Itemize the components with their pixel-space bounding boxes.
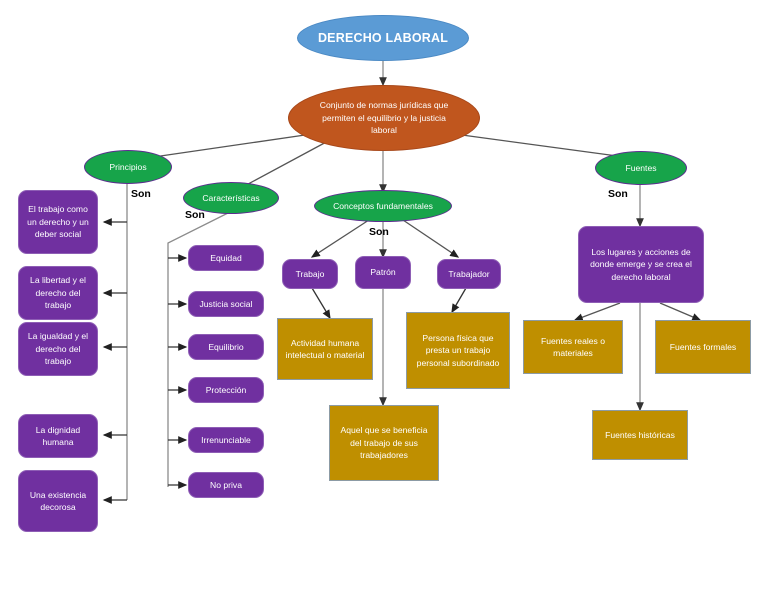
edge-label-son-caracteristicas: Son — [185, 209, 205, 221]
node-label: Persona física que presta un trabajo per… — [416, 332, 500, 368]
node-fuentes[interactable]: Fuentes — [595, 151, 687, 185]
node-label: Conceptos fundamentales — [333, 200, 433, 211]
node-principio-libertad[interactable]: La libertad y el derecho del trabajo — [18, 266, 98, 320]
node-caracteristica-no-priva[interactable]: No priva — [188, 472, 264, 498]
node-fuentes-formales[interactable]: Fuentes formales — [655, 320, 751, 374]
node-label: Fuentes históricas — [605, 429, 675, 440]
edge-label-son-fuentes: Son — [608, 188, 628, 200]
node-label: DERECHO LABORAL — [317, 30, 449, 45]
node-label: Aquel que se beneficia del trabajo de su… — [340, 425, 428, 461]
node-conceptos-fundamentales[interactable]: Conceptos fundamentales — [314, 190, 452, 222]
node-principio-dignidad[interactable]: La dignidad humana — [18, 414, 98, 458]
node-caracteristica-equidad[interactable]: Equidad — [188, 245, 264, 271]
node-caracteristica-proteccion[interactable]: Protección — [188, 377, 264, 403]
node-label: Características — [202, 192, 260, 203]
node-core-definition[interactable]: Conjunto de normas jurídicas que permite… — [288, 85, 480, 151]
node-definicion-trabajo[interactable]: Actividad humana intelectual o material — [277, 318, 373, 380]
node-concepto-patron[interactable]: Patrón — [355, 256, 411, 289]
node-label: Los lugares y acciones de donde emerge y… — [590, 246, 692, 282]
node-label: No priva — [210, 479, 242, 490]
node-caracteristica-irrenunciable[interactable]: Irrenunciable — [188, 427, 264, 453]
node-label: Actividad humana intelectual o material — [285, 337, 365, 360]
node-label: Justicia social — [199, 298, 253, 309]
node-label: Fuentes — [625, 162, 657, 173]
node-label: Conjunto de normas jurídicas que permite… — [319, 100, 449, 136]
node-label: La dignidad humana — [35, 424, 81, 447]
node-principio-trabajo-derecho-deber[interactable]: El trabajo como un derecho y un deber so… — [18, 190, 98, 254]
node-concepto-trabajador[interactable]: Trabajador — [437, 259, 501, 289]
node-fuentes-historicas[interactable]: Fuentes históricas — [592, 410, 688, 460]
edge-label-son-principios: Son — [131, 188, 151, 200]
node-fuentes-reales[interactable]: Fuentes reales o materiales — [523, 320, 623, 374]
node-definicion-patron[interactable]: Aquel que se beneficia del trabajo de su… — [329, 405, 439, 481]
node-principios[interactable]: Principios — [84, 150, 172, 184]
node-caracteristica-justicia-social[interactable]: Justicia social — [188, 291, 264, 317]
node-label: Trabajo — [295, 268, 325, 279]
node-caracteristica-equilibrio[interactable]: Equilibrio — [188, 334, 264, 360]
node-label: Equilibrio — [208, 341, 244, 352]
node-label: Principios — [109, 161, 147, 172]
node-label: El trabajo como un derecho y un deber so… — [27, 204, 89, 240]
node-label: Protección — [205, 384, 247, 395]
node-label: Una existencia decorosa — [29, 489, 87, 512]
node-derecho-laboral[interactable]: DERECHO LABORAL — [297, 15, 469, 61]
node-label: Irrenunciable — [201, 434, 251, 445]
edge-label-son-conceptos: Son — [369, 226, 389, 238]
node-label: Patrón — [370, 267, 396, 278]
node-label: Fuentes formales — [669, 341, 737, 352]
node-label: Trabajador — [448, 268, 490, 279]
node-principio-existencia-decorosa[interactable]: Una existencia decorosa — [18, 470, 98, 532]
node-principio-igualdad[interactable]: La igualdad y el derecho del trabajo — [18, 322, 98, 376]
node-label: Fuentes reales o materiales — [540, 335, 605, 358]
node-label: Equidad — [210, 252, 242, 263]
node-label: La libertad y el derecho del trabajo — [30, 275, 86, 311]
node-definicion-trabajador[interactable]: Persona física que presta un trabajo per… — [406, 312, 510, 389]
node-concepto-trabajo[interactable]: Trabajo — [282, 259, 338, 289]
node-definicion-fuentes[interactable]: Los lugares y acciones de donde emerge y… — [578, 226, 704, 303]
node-label: La igualdad y el derecho del trabajo — [27, 331, 89, 367]
